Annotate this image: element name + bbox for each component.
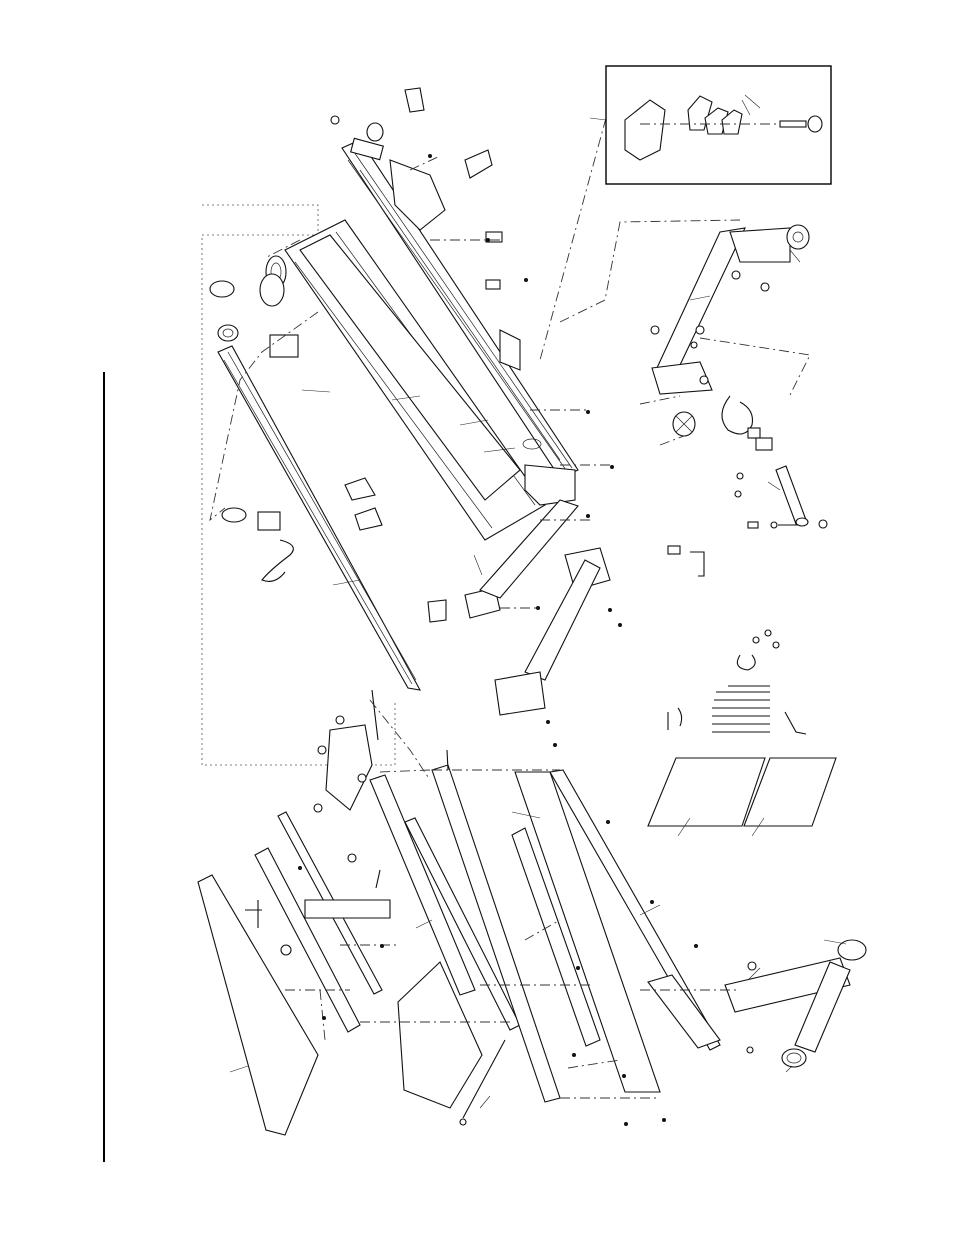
console-arm <box>656 228 745 370</box>
decals <box>648 758 836 836</box>
rail-clip-lower <box>486 280 500 289</box>
top-pulley <box>367 123 383 141</box>
top-end-cap <box>405 88 424 112</box>
elevation-tube <box>525 560 600 680</box>
console-wheel <box>787 225 809 249</box>
console-plate <box>730 228 790 262</box>
inset-axle <box>780 121 806 127</box>
motor-bracket <box>270 335 298 357</box>
motor-pulley <box>218 325 238 341</box>
top-fastener-a <box>331 116 339 124</box>
elevation-foot <box>495 672 545 715</box>
pivot-bracket <box>326 725 372 810</box>
small-key <box>668 546 680 554</box>
bolt-bundle <box>712 686 806 734</box>
allen-wrench <box>690 552 704 576</box>
hardware-and-tools <box>668 546 806 734</box>
controller-box <box>258 512 280 530</box>
deck-bracket-b <box>355 508 382 530</box>
inset-knob <box>808 116 822 132</box>
rear-foot <box>428 600 446 622</box>
safety-key-cord <box>737 655 755 670</box>
upright-foot-cap <box>782 1049 806 1067</box>
drive-belt <box>210 281 234 297</box>
switch-block <box>756 438 772 450</box>
mount-plate <box>465 150 492 178</box>
upper-frame-assembly <box>202 88 740 765</box>
upright-and-console-arm <box>640 225 827 528</box>
detail-inset <box>590 66 831 184</box>
upright-cap <box>838 940 866 960</box>
deck-bracket-a <box>345 478 375 500</box>
elevation-cylinder <box>776 466 806 524</box>
cushion-pad <box>305 900 390 918</box>
motor-body <box>222 508 246 522</box>
cable-clip <box>748 428 760 438</box>
base-frame-assembly <box>198 690 866 1135</box>
power-cord <box>262 540 293 581</box>
flywheel <box>260 274 284 306</box>
